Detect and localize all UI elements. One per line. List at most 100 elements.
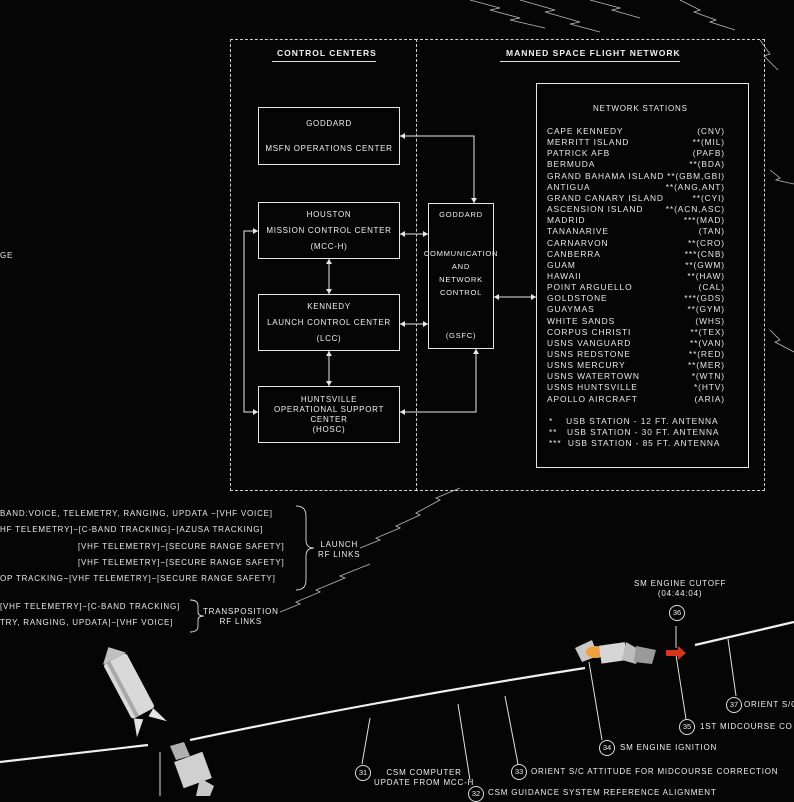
event-34-label: SM ENGINE IGNITION bbox=[620, 743, 718, 752]
box-line: OPERATIONAL SUPPORT bbox=[273, 405, 385, 414]
station-name: GRAND BAHAMA ISLAND bbox=[547, 170, 665, 181]
station-code: **(BDA) bbox=[689, 159, 725, 170]
station-code: **(ACN,ASC) bbox=[665, 204, 725, 215]
station-name: MADRID bbox=[547, 215, 586, 226]
station-code: **(MIL) bbox=[692, 137, 725, 148]
event-37-label: ORIENT S/C bbox=[744, 700, 794, 709]
legend-text: * USB STATION - 12 FT. ANTENNA bbox=[549, 416, 719, 426]
launch-link-row: OP TRACKING−[VHF TELEMETRY]−[SECURE RANG… bbox=[0, 574, 276, 583]
event-33-label: ORIENT S/C ATTITUDE FOR MIDCOURSE CORREC… bbox=[531, 767, 779, 776]
box-line: KENNEDY bbox=[307, 301, 351, 311]
link-item: VHF VOICE bbox=[219, 509, 270, 518]
box-line: NETWORK bbox=[439, 275, 483, 284]
station-code: **(MER) bbox=[687, 360, 725, 371]
station-code: *(HTV) bbox=[694, 382, 725, 393]
station-name: GRAND CANARY ISLAND bbox=[547, 192, 664, 203]
msfn-title: MANNED SPACE FLIGHT NETWORK bbox=[506, 48, 681, 58]
station-code: (WHS) bbox=[695, 315, 725, 326]
link-item: C-BAND TRACKING bbox=[81, 525, 168, 534]
event-35-label: 1ST MIDCOURSE CO bbox=[700, 722, 793, 731]
link-item: VHF TELEMETRY bbox=[3, 602, 80, 611]
station-name: BERMUDA bbox=[547, 159, 596, 170]
station-code: **(HAW) bbox=[687, 270, 725, 281]
launch-link-row: [VHF TELEMETRY]−[SECURE RANGE SAFETY] bbox=[78, 558, 285, 567]
station-code: (ARIA) bbox=[694, 393, 725, 404]
legend-row: ** USB STATION - 30 FT. ANTENNA bbox=[549, 427, 727, 437]
box-line: (GSFC) bbox=[445, 331, 477, 340]
station-name: USNS MERCURY bbox=[547, 360, 626, 371]
launch-link-row: HF TELEMETRY]−[C-BAND TRACKING]−[AZUSA T… bbox=[0, 525, 264, 534]
station-code: **(CRO) bbox=[687, 237, 725, 248]
link-item: VHF VOICE bbox=[119, 618, 171, 627]
box-line: (HOSC) bbox=[312, 425, 346, 434]
station-name: USNS WATERTOWN bbox=[547, 371, 640, 382]
transposition-link-row: TRY, RANGING, UPDATA]−[VHF VOICE] bbox=[0, 618, 174, 627]
station-code: (TAN) bbox=[698, 226, 725, 237]
legend-row: *** USB STATION - 85 FT. ANTENNA bbox=[549, 438, 727, 448]
link-item: TRY, RANGING, UPDATA bbox=[0, 618, 109, 627]
network-stations-box: NETWORK STATIONS CAPE KENNEDY (CNV) MERRIT… bbox=[536, 83, 749, 468]
station-code: **(CYI) bbox=[692, 192, 725, 203]
station-code: (CNV) bbox=[697, 126, 725, 136]
event-35-marker: 35 bbox=[679, 719, 695, 735]
station-name: CANBERRA bbox=[547, 248, 601, 259]
link-item: SECURE RANGE SAFETY bbox=[160, 574, 273, 583]
station-code: *(WTN) bbox=[691, 371, 725, 382]
box-line: COMMUNICATION bbox=[423, 249, 499, 258]
event-31-label: CSM COMPUTER UPDATE FROM MCC-H bbox=[374, 768, 474, 788]
label-line: RF LINKS bbox=[318, 550, 361, 559]
link-item: VHF TELEMETRY bbox=[81, 542, 158, 551]
station-name: TANANARIVE bbox=[547, 226, 609, 237]
station-name: GUAYMAS bbox=[547, 304, 595, 315]
box-line: (LCC) bbox=[316, 334, 342, 344]
event-34-marker: 34 bbox=[599, 740, 615, 756]
station-name: CARNARVON bbox=[547, 237, 609, 248]
link-item: C-BAND TRACKING bbox=[90, 602, 177, 611]
link-item: BAND:VOICE, TELEMETRY, RANGING, UPDATA bbox=[0, 509, 208, 518]
event-36-label: SM ENGINE CUTOFF (04:44:04) bbox=[634, 579, 726, 599]
launch-link-row: [VHF TELEMETRY]−[SECURE RANGE SAFETY] bbox=[78, 542, 285, 551]
box-line: GODDARD bbox=[306, 119, 352, 128]
station-name: WHITE SANDS bbox=[547, 315, 616, 326]
legend-text: ** USB STATION - 30 FT. ANTENNA bbox=[549, 427, 720, 437]
station-name: ANTIGUA bbox=[547, 181, 591, 192]
station-code: ***(GDS) bbox=[684, 293, 725, 304]
station-code: **(ANG,ANT) bbox=[665, 181, 725, 192]
box-line: (MCC-H) bbox=[310, 242, 348, 252]
left-edge-fragment: GE bbox=[0, 251, 14, 260]
event-label: CSM COMPUTER bbox=[386, 768, 462, 777]
station-name: MERRITT ISLAND bbox=[547, 137, 630, 148]
control-centers-title: CONTROL CENTERS bbox=[277, 48, 377, 58]
msfn-underline bbox=[500, 61, 680, 62]
box-line: HUNTSVILLE bbox=[300, 395, 358, 404]
control-centers-underline bbox=[272, 61, 376, 62]
link-item: AZUSA TRACKING bbox=[179, 525, 261, 534]
label-line: TRANSPOSITION bbox=[203, 607, 279, 616]
box-line: AND bbox=[451, 262, 471, 271]
legend-text: *** USB STATION - 85 FT. ANTENNA bbox=[549, 438, 721, 448]
link-item: OP TRACKING bbox=[0, 574, 64, 583]
station-code: **(VAN) bbox=[690, 337, 725, 348]
station-name: HAWAII bbox=[547, 270, 582, 281]
event-time: (04:44:04) bbox=[657, 589, 703, 598]
transposition-link-row: [VHF TELEMETRY]−[C-BAND TRACKING] bbox=[0, 602, 181, 611]
station-code: **(RED) bbox=[688, 349, 725, 359]
station-name: CORPUS CHRISTI bbox=[547, 326, 632, 337]
link-item: VHF TELEMETRY bbox=[72, 574, 149, 583]
transposition-rf-links-label: TRANSPOSITION RF LINKS bbox=[203, 607, 279, 627]
box-line: HOUSTON bbox=[306, 209, 352, 219]
station-code: **(GYM) bbox=[687, 304, 725, 315]
label-line: RF LINKS bbox=[219, 617, 263, 626]
event-33-marker: 33 bbox=[511, 764, 527, 780]
station-name: GUAM bbox=[547, 259, 576, 270]
station-name: PATRICK AFB bbox=[547, 148, 611, 159]
network-stations-title: NETWORK STATIONS bbox=[593, 104, 688, 113]
legend-row: * USB STATION - 12 FT. ANTENNA bbox=[549, 416, 727, 426]
station-code: ***(CNB) bbox=[684, 248, 725, 259]
box-line: MISSION CONTROL CENTER bbox=[266, 225, 392, 235]
houston-mission-control-box: HOUSTON MISSION CONTROL CENTER (MCC-H) bbox=[258, 202, 400, 259]
station-name: CAPE KENNEDY bbox=[547, 126, 624, 136]
label-line: LAUNCH bbox=[320, 540, 359, 549]
box-line: LAUNCH CONTROL CENTER bbox=[267, 317, 391, 327]
